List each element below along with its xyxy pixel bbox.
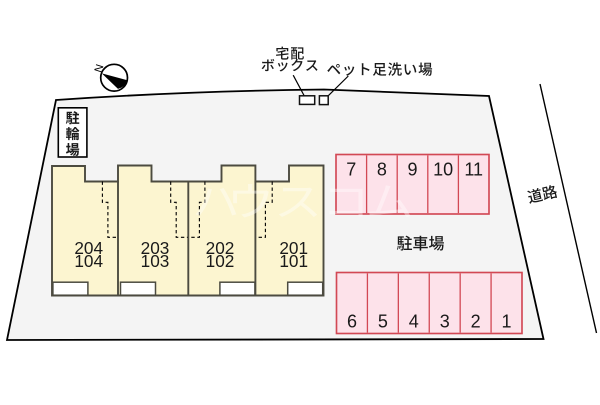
svg-text:104: 104: [74, 251, 103, 271]
svg-text:204: 204: [74, 238, 103, 258]
svg-text:102: 102: [206, 251, 235, 271]
svg-text:8: 8: [377, 160, 387, 180]
svg-text:10: 10: [433, 160, 453, 180]
svg-text:6: 6: [347, 312, 357, 332]
svg-text:103: 103: [141, 251, 170, 271]
svg-text:101: 101: [279, 251, 308, 271]
svg-text:7: 7: [346, 160, 356, 180]
svg-text:5: 5: [378, 312, 388, 332]
svg-text:202: 202: [206, 238, 235, 258]
svg-text:11: 11: [464, 160, 483, 180]
svg-text:201: 201: [279, 238, 308, 258]
svg-text:3: 3: [440, 312, 450, 332]
svg-text:9: 9: [407, 160, 417, 180]
svg-text:4: 4: [409, 312, 419, 332]
svg-text:203: 203: [141, 238, 170, 258]
svg-text:2: 2: [471, 312, 481, 332]
svg-text:1: 1: [502, 312, 512, 332]
